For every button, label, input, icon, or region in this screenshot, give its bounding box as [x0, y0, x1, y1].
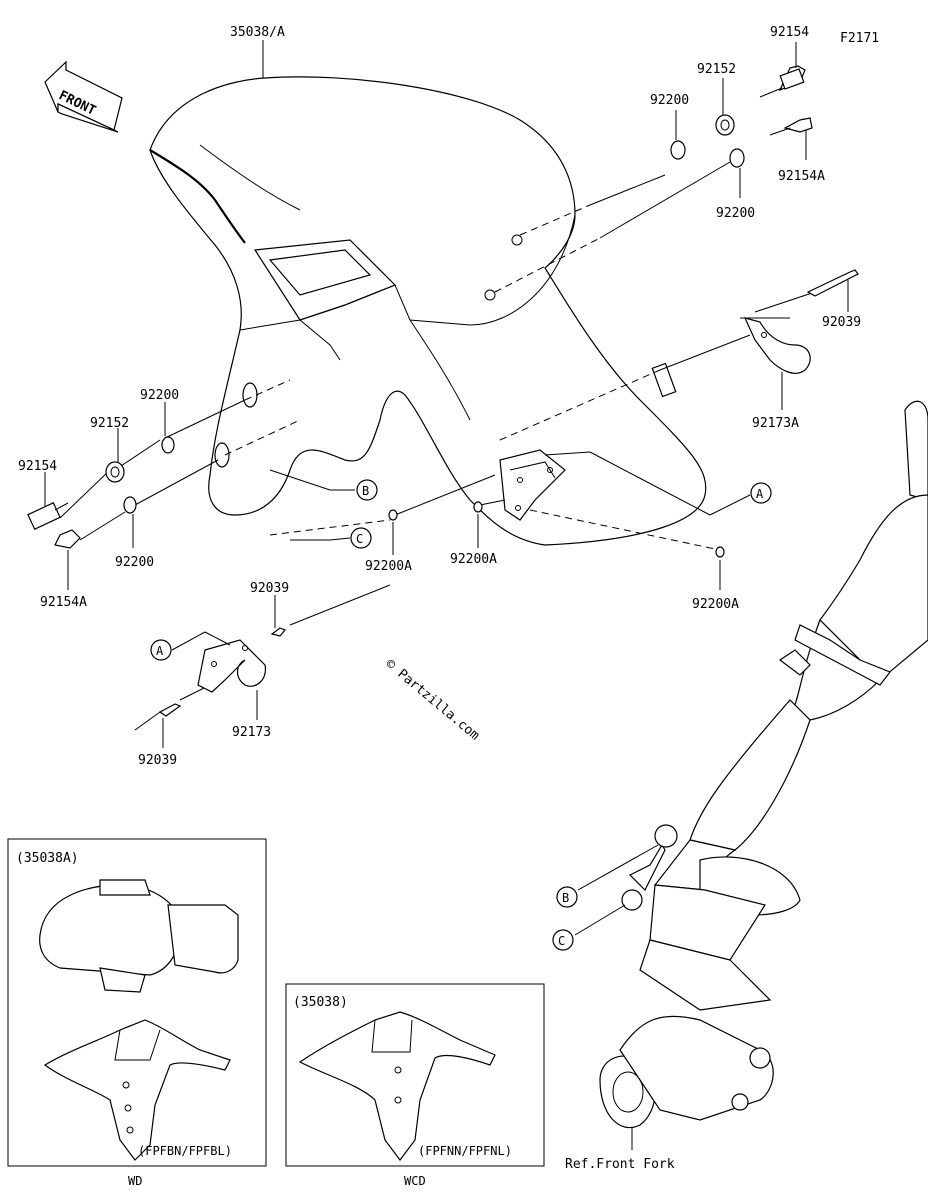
callout-92173: 92173 [232, 725, 271, 740]
front-arrow-icon: FRONT [44, 60, 123, 133]
callout-ref-front-fork: Ref.Front Fork [565, 1157, 675, 1172]
callout-92039-right: 92039 [822, 315, 861, 330]
svg-text:A: A [756, 487, 764, 501]
callout-92154A-left: 92154A [40, 595, 87, 610]
ref-b-fender [356, 479, 378, 501]
svg-text:B: B [362, 484, 369, 498]
svg-text:B: B [562, 891, 569, 905]
callout-92200-left-bottom: 92200 [115, 555, 154, 570]
callout-92039-top: 92039 [250, 581, 289, 596]
callout-leaders [44, 40, 849, 1150]
ref-markers: B C A A B C [150, 451, 772, 951]
svg-text:C: C [558, 934, 565, 948]
fender-bracket [499, 362, 677, 521]
front-fork [599, 400, 928, 1129]
callout-92200A-1: 92200A [365, 559, 412, 574]
callout-92200A-2: 92200A [450, 552, 497, 567]
watermark: © Partzilla.com [382, 657, 482, 744]
callout-35038A: 35038/A [230, 25, 285, 40]
svg-text:C: C [356, 532, 363, 546]
callout-92152-left: 92152 [90, 416, 129, 431]
assembly-lines [59, 161, 816, 731]
inset-35038-caption: WCD [404, 1174, 426, 1188]
inset-35038A-variant: (FPFBN/FPFBL) [138, 1144, 232, 1158]
inset-35038: (35038) (FPFNN/FPFNL) [285, 983, 545, 1167]
hardware-top-right [670, 65, 859, 374]
inset-35038-variant: (FPFNN/FPFNL) [418, 1144, 512, 1158]
callout-92200-left-top: 92200 [140, 388, 179, 403]
callout-92173A: 92173A [752, 416, 799, 431]
ref-b-fork [556, 886, 578, 908]
callout-92154A-top: 92154A [778, 169, 825, 184]
callout-92152-top: 92152 [697, 62, 736, 77]
front-fender [149, 76, 707, 546]
inset-35038A-caption: WD [128, 1174, 142, 1188]
inset-35038A: (35038A) (FPFBN/FPFBL) [7, 838, 267, 1167]
callout-92039-bottom: 92039 [138, 753, 177, 768]
clamp-92173 [158, 627, 286, 717]
inset-35038A-title: (35038A) [16, 851, 79, 866]
ref-c-fender [350, 527, 372, 549]
callout-92154-top: 92154 [770, 25, 809, 40]
callout-92200-top-right: 92200 [716, 206, 755, 221]
ref-c-fork [552, 929, 574, 951]
inset-35038-title: (35038) [293, 995, 348, 1010]
figure-code: F2171 [840, 31, 879, 46]
ref-a-clamp [150, 639, 172, 661]
svg-text:A: A [156, 644, 164, 658]
callout-92200-top-left: 92200 [650, 93, 689, 108]
callout-92200A-3: 92200A [692, 597, 739, 612]
hardware-left [27, 436, 725, 558]
callout-92154-left: 92154 [18, 459, 57, 474]
ref-a-fender [750, 482, 772, 504]
